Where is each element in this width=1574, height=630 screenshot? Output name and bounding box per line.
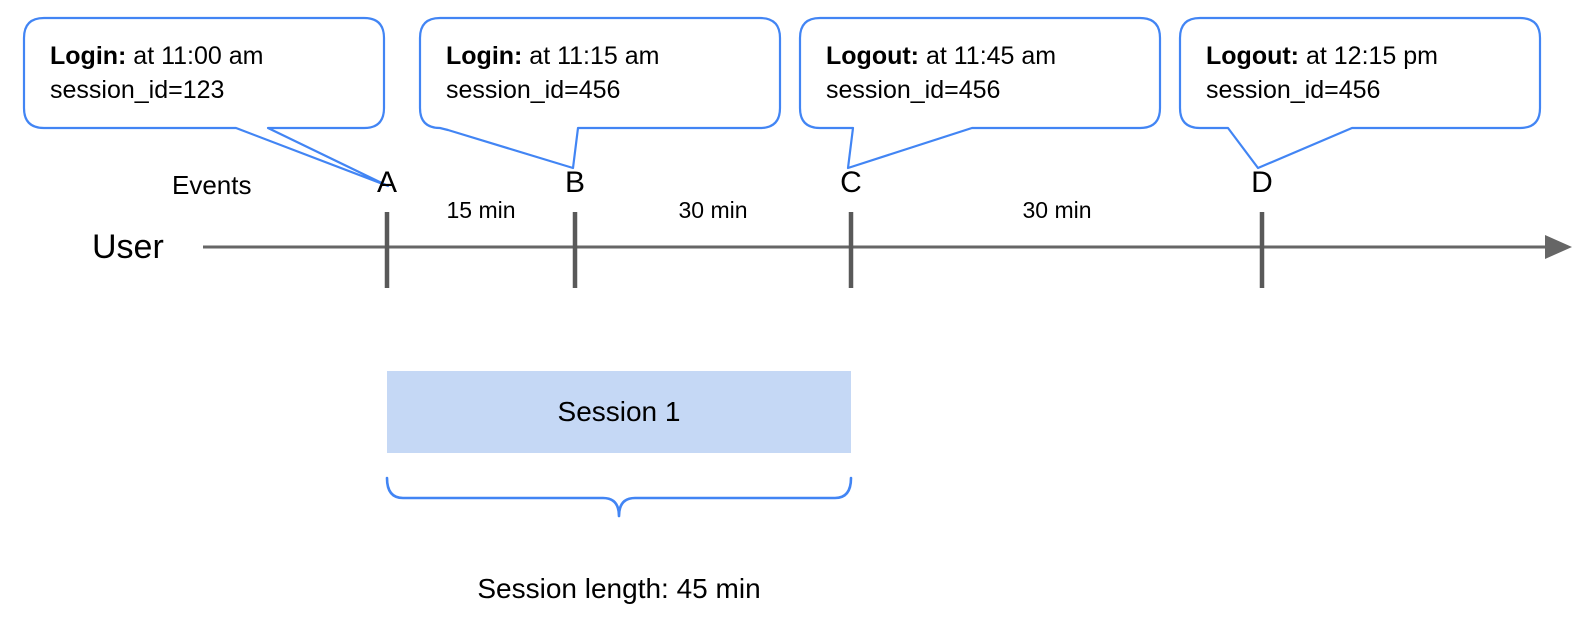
callout-d-session: session_id=456	[1206, 76, 1381, 104]
session-brace	[385, 476, 853, 518]
session-bar-label: Session 1	[557, 396, 681, 427]
user-row-label: User	[92, 228, 164, 266]
callout-b-detail: at 11:15 am	[522, 42, 660, 70]
callout-a-shape	[22, 16, 390, 188]
callout-b-event: Login:	[446, 42, 523, 70]
callout-b-shape	[418, 16, 782, 170]
callout-d-event: Logout:	[1206, 42, 1300, 70]
callout-d-detail: at 12:15 pm	[1299, 42, 1438, 70]
tick-label-a: A	[376, 166, 397, 199]
callout-a-event: Login:	[50, 42, 127, 70]
callout-b-session: session_id=456	[446, 76, 621, 104]
session-bar: Session 1	[387, 371, 851, 453]
callout-c-session: session_id=456	[826, 76, 1001, 104]
tick-label-b: B	[564, 166, 585, 199]
session-length-caption: Session length: 45 min	[477, 573, 761, 604]
interval-label-bc: 30 min	[678, 197, 748, 223]
callout-d-shape	[1178, 16, 1542, 170]
callout-b-text: Login: at 11:15 am session_id=456	[446, 39, 659, 107]
callout-c-detail: at 11:45 am	[919, 42, 1057, 70]
interval-label-cd: 30 min	[1022, 197, 1092, 223]
events-row-label: Events	[172, 170, 252, 200]
callout-c-text: Logout: at 11:45 am session_id=456	[826, 39, 1056, 107]
interval-label-ab: 15 min	[446, 197, 516, 223]
callout-c-shape	[798, 16, 1162, 170]
tick-label-d: D	[1251, 166, 1273, 199]
callout-c-event: Logout:	[826, 42, 920, 70]
callout-a-detail: at 11:00 am	[126, 42, 264, 70]
callout-d-text: Logout: at 12:15 pm session_id=456	[1206, 39, 1438, 107]
callout-a-session: session_id=123	[50, 76, 225, 104]
callout-a-text: Login: at 11:00 am session_id=123	[50, 39, 263, 107]
tick-label-c: C	[840, 166, 862, 199]
